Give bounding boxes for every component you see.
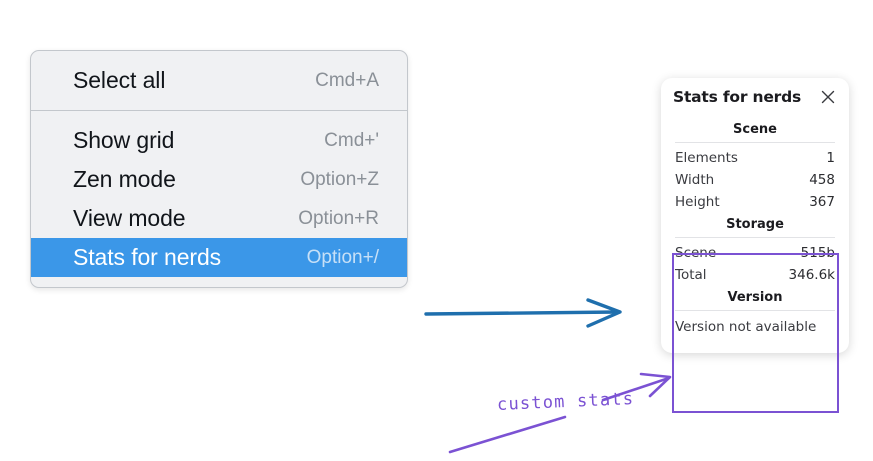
stat-row-width: Width 458 — [673, 169, 837, 191]
menu-item-label: Select all — [73, 67, 166, 93]
stat-row-elements: Elements 1 — [673, 147, 837, 169]
menu-item-view-mode[interactable]: View mode Option+R — [31, 199, 407, 238]
purple-underline-stroke — [448, 415, 567, 454]
stat-row-storage-scene: Scene 515b — [673, 242, 837, 264]
stat-value: 1 — [826, 150, 835, 166]
menu-item-shortcut: Cmd+' — [324, 129, 379, 151]
stat-value: 346.6k — [788, 267, 835, 283]
blue-arrow-menu-to-panel — [424, 298, 622, 328]
version-status-text: Version not available — [675, 319, 817, 335]
stat-value: 458 — [809, 172, 835, 188]
stat-label: Elements — [675, 150, 738, 166]
section-heading-scene: Scene — [733, 122, 777, 137]
menu-item-label: Show grid — [73, 127, 175, 153]
stat-label: Total — [675, 267, 707, 283]
stat-label: Height — [675, 194, 720, 210]
context-menu[interactable]: Select all Cmd+A Show grid Cmd+' Zen mod… — [30, 50, 408, 288]
context-menu-section-1: Select all Cmd+A — [31, 51, 407, 110]
section-heading-version: Version — [727, 290, 783, 305]
stats-section-version: Version Version not available — [673, 286, 837, 339]
stat-value: 515b — [800, 245, 835, 261]
section-divider — [675, 237, 835, 238]
stat-row-storage-total: Total 346.6k — [673, 264, 837, 286]
menu-item-shortcut: Option+/ — [306, 246, 379, 268]
section-heading-storage: Storage — [726, 217, 784, 232]
menu-item-label: Zen mode — [73, 166, 176, 192]
menu-item-label: View mode — [73, 205, 186, 231]
stat-label: Width — [675, 172, 715, 188]
stats-section-scene: Scene Elements 1 Width 458 Height 367 — [673, 118, 837, 213]
stat-value: 367 — [809, 194, 835, 210]
menu-item-stats-for-nerds[interactable]: Stats for nerds Option+/ — [31, 238, 407, 277]
stats-section-storage: Storage Scene 515b Total 346.6k — [673, 213, 837, 286]
menu-item-zen-mode[interactable]: Zen mode Option+Z — [31, 160, 407, 199]
menu-item-shortcut: Cmd+A — [315, 69, 379, 91]
section-divider — [675, 142, 835, 143]
panel-header: Stats for nerds — [673, 88, 837, 106]
menu-item-show-grid[interactable]: Show grid Cmd+' — [31, 121, 407, 160]
close-icon[interactable] — [819, 88, 837, 106]
section-divider — [675, 310, 835, 311]
stat-label: Scene — [675, 245, 717, 261]
menu-item-shortcut: Option+R — [298, 207, 379, 229]
context-menu-section-2: Show grid Cmd+' Zen mode Option+Z View m… — [31, 110, 407, 287]
menu-item-select-all[interactable]: Select all Cmd+A — [31, 61, 407, 100]
menu-item-label: Stats for nerds — [73, 244, 222, 270]
handwritten-note: custom stats — [496, 389, 635, 415]
stat-row-height: Height 367 — [673, 191, 837, 213]
stats-for-nerds-panel: Stats for nerds Scene Elements 1 Width 4… — [661, 78, 849, 353]
panel-title: Stats for nerds — [673, 88, 802, 106]
menu-item-shortcut: Option+Z — [300, 168, 379, 190]
